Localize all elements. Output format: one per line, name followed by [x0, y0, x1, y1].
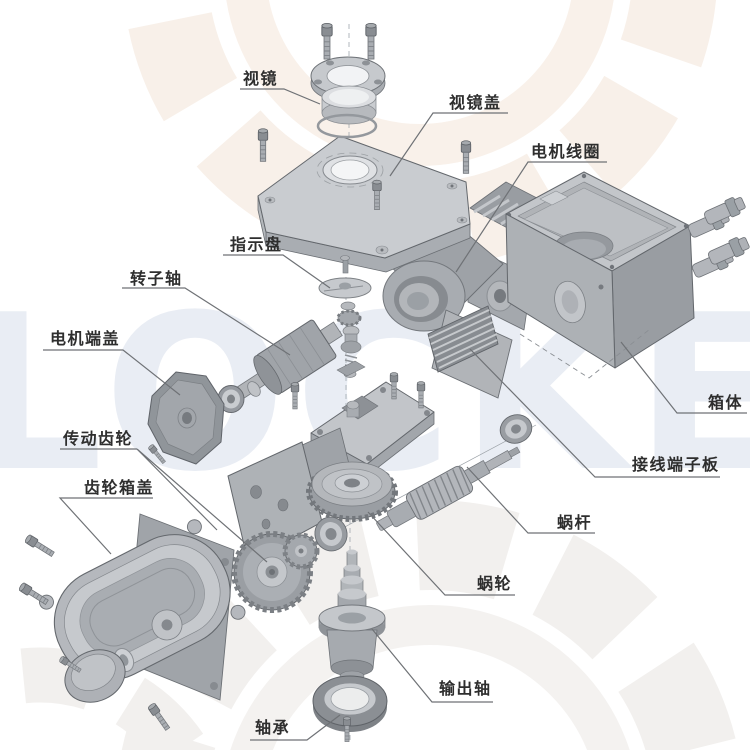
callout-line-sight-glass-cover	[389, 112, 508, 177]
part-terminal-board	[427, 305, 513, 399]
part-output-shaft	[318, 549, 386, 682]
part-motor-end-cover	[147, 371, 225, 465]
part-rotor-shaft	[206, 319, 343, 417]
label-worm-wheel: 蜗轮	[477, 574, 513, 593]
label-bearing: 轴承	[255, 718, 291, 737]
part-sight-glass-cover	[257, 135, 471, 273]
part-worm-wheel	[306, 461, 398, 522]
callout-line-worm	[466, 466, 595, 534]
callout-line-output-shaft	[371, 628, 493, 703]
callout-line-housing	[620, 341, 747, 414]
callout-line-terminal-board	[469, 348, 720, 478]
callout-line-gearbox-cover	[58, 497, 153, 555]
callout-line-motor-coil	[455, 161, 607, 273]
label-terminal-board: 接线端子板	[632, 455, 720, 474]
part-worm	[376, 446, 521, 531]
alignment-dashed-line	[519, 328, 651, 379]
label-drive-gears: 传动齿轮	[63, 429, 134, 448]
label-output-shaft: 输出轴	[439, 679, 492, 698]
part-gearbox-cover	[39, 513, 246, 703]
label-sight-glass: 视镜	[243, 69, 279, 88]
callout-line-sight-glass	[240, 88, 321, 105]
callout-line-drive-gears	[60, 448, 268, 563]
watermark-gear-bottom	[0, 500, 739, 750]
label-indicator-disc: 指示盘	[230, 235, 283, 254]
part-wheel-bearing	[314, 516, 348, 552]
label-housing: 箱体	[708, 393, 744, 412]
callout-line-rotor-shaft	[122, 287, 291, 356]
label-sight-glass-cover: 视镜盖	[449, 93, 502, 112]
label-rotor-shaft: 转子轴	[130, 269, 183, 288]
part-bearing	[312, 675, 388, 732]
label-gearbox-cover: 齿轮箱盖	[84, 478, 155, 497]
callout-line-bearing	[250, 714, 341, 741]
callout-line-worm-wheel	[367, 511, 515, 596]
part-worm-bearing	[499, 414, 533, 444]
label-motor-coil: 电机线圈	[531, 142, 602, 161]
part-sight-glass	[321, 85, 377, 125]
callout-line-indicator-disc	[223, 254, 331, 289]
part-indicator-disc	[318, 255, 372, 299]
callout-line-motor-end-cover	[43, 349, 181, 396]
label-motor-end-cover: 电机端盖	[50, 329, 121, 348]
label-worm: 蜗杆	[557, 513, 593, 532]
part-o-ring	[316, 113, 378, 139]
